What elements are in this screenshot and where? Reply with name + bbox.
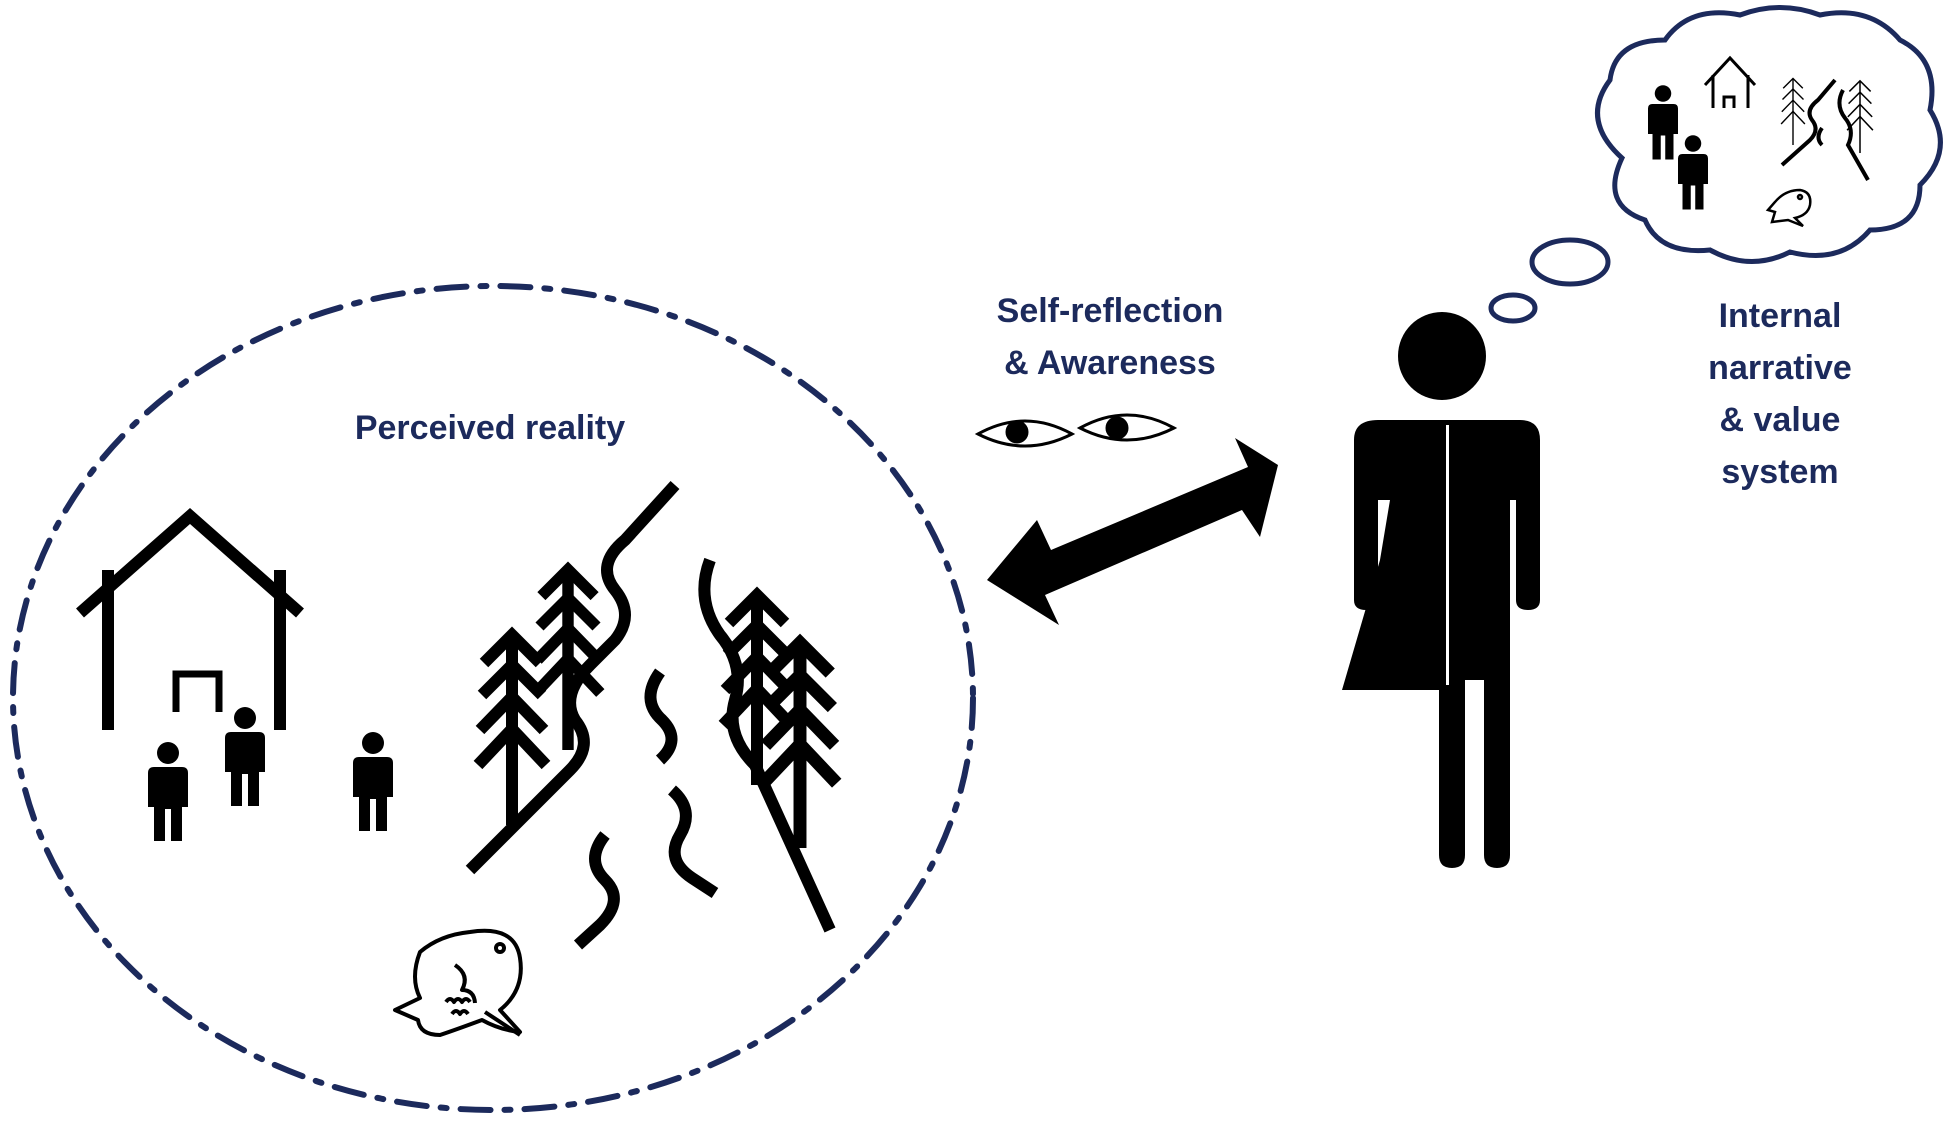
self-reflection-line-2: & Awareness — [1004, 344, 1216, 382]
internal-line-1: Internal — [1718, 297, 1842, 335]
self-reflection-label: Self-reflection & Awareness — [900, 285, 1320, 389]
river-icon — [1780, 78, 1870, 181]
double-arrow-icon — [987, 438, 1278, 625]
person-icon — [353, 732, 393, 831]
river-icon — [465, 480, 836, 950]
perceived-reality-boundary — [10, 283, 976, 1113]
internal-narrative-label: Internal narrative & value system — [1630, 290, 1930, 498]
person-icon — [148, 742, 188, 841]
house-icon — [76, 508, 304, 730]
eye-icon — [1076, 413, 1178, 442]
self-reflection-line-1: Self-reflection — [996, 292, 1224, 330]
internal-line-3: & value — [1719, 401, 1841, 439]
fish-icon — [1765, 188, 1812, 228]
thought-cloud-icon — [1488, 5, 1943, 324]
house-icon — [1703, 55, 1757, 108]
person-icon — [1342, 312, 1540, 868]
internal-line-2: narrative — [1708, 349, 1852, 387]
eye-icon — [974, 419, 1076, 448]
perceived-reality-label: Perceived reality — [354, 409, 626, 447]
fish-icon — [393, 928, 523, 1037]
person-icon — [225, 707, 265, 806]
internal-line-4: system — [1721, 453, 1839, 491]
